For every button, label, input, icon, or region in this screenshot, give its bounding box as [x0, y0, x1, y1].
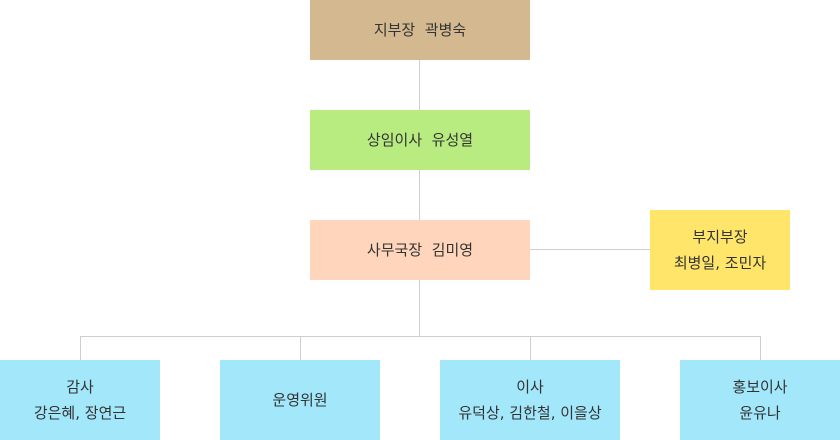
node-vice: 상임이사 유성열 [310, 110, 530, 170]
node-head-line-0: 지부장 곽병숙 [373, 21, 467, 39]
connector-secretary-deputy [530, 249, 650, 250]
connector-to-audit [80, 336, 81, 360]
connector-vice-secretary [419, 170, 420, 220]
node-directors-line-0: 이사 [516, 378, 544, 396]
node-secretary: 사무국장 김미영 [310, 220, 530, 280]
connector-to-directors [530, 336, 531, 360]
node-pr-line-0: 홍보이사 [732, 378, 788, 396]
node-head: 지부장 곽병숙 [310, 0, 530, 60]
node-directors-line-1: 유덕상, 김한철, 이을상 [458, 404, 602, 422]
node-secretary-line-0: 사무국장 김미영 [366, 241, 474, 259]
node-steering: 운영위원 [220, 360, 380, 440]
connector-to-pr [760, 336, 761, 360]
node-vice-line-0: 상임이사 유성열 [366, 131, 474, 149]
node-pr-line-1: 윤유나 [739, 404, 781, 422]
node-audit-line-1: 강은혜, 장연근 [33, 404, 127, 422]
connector-head-vice [419, 60, 420, 110]
connector-horizontal-bus [80, 336, 761, 337]
node-steering-line-0: 운영위원 [272, 391, 328, 409]
node-audit-line-0: 감사 [66, 378, 94, 396]
connector-to-steering [300, 336, 301, 360]
node-deputy-line-0: 부지부장 [692, 228, 748, 246]
node-deputy-line-1: 최병일, 조민자 [673, 254, 767, 272]
connector-secretary-down [419, 280, 420, 336]
